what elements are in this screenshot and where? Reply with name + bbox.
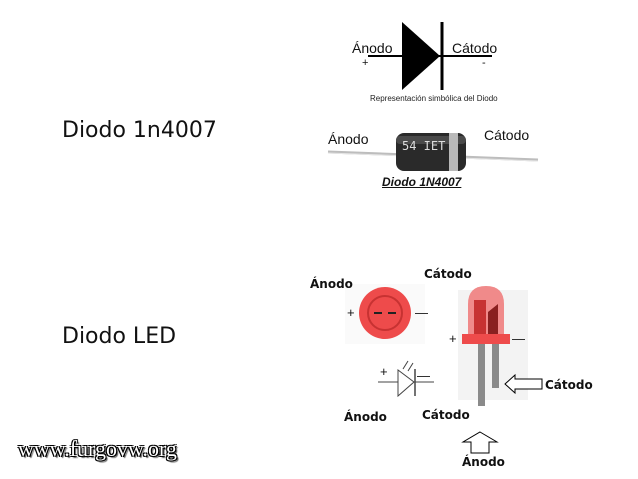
cathode-arrow (504, 373, 543, 395)
watermark: www.furgovw.org (18, 436, 177, 461)
label-diodo-1n4007: Diodo 1n4007 (62, 118, 217, 143)
led-side-minus: — (512, 331, 525, 346)
diode-1n4007-photo (327, 133, 539, 171)
led-cathode-arrow-label: Cátodo (545, 378, 593, 392)
led-symbol (378, 360, 434, 398)
photo-cathode-label: Cátodo (484, 127, 530, 143)
symbol-anode-label: Ánodo (352, 40, 393, 56)
led-cathode-top-label: Cátodo (424, 267, 472, 281)
photo-anode-label: Ánodo (328, 131, 369, 147)
diode-triangle (402, 22, 440, 90)
anode-arrow (461, 431, 499, 454)
diode-symbol (368, 22, 492, 90)
led-symbol-plus: + (380, 364, 388, 379)
symbol-caption: Representación simbólica del Diodo (370, 94, 498, 103)
led-anode-bottom-label: Ánodo (344, 410, 387, 424)
led-top-plus: + (347, 305, 355, 320)
photo-caption: Diodo 1N4007 (382, 175, 462, 189)
led-top-view (345, 284, 425, 344)
led-side-plus: + (449, 331, 457, 346)
symbol-cathode-label: Cátodo (452, 40, 498, 56)
symbol-minus: - (482, 57, 486, 69)
led-side-view (458, 286, 528, 406)
led-cathode-bottom-label: Cátodo (422, 408, 470, 422)
led-top-minus: — (415, 305, 428, 320)
led-symbol-minus: — (417, 368, 430, 383)
symbol-plus: + (362, 57, 369, 69)
diode-body-marking: 54 IET (402, 139, 446, 153)
led-anode-arrow-label: Ánodo (462, 455, 505, 469)
led-anode-top-label: Ánodo (310, 277, 353, 291)
label-diodo-led: Diodo LED (62, 324, 177, 349)
